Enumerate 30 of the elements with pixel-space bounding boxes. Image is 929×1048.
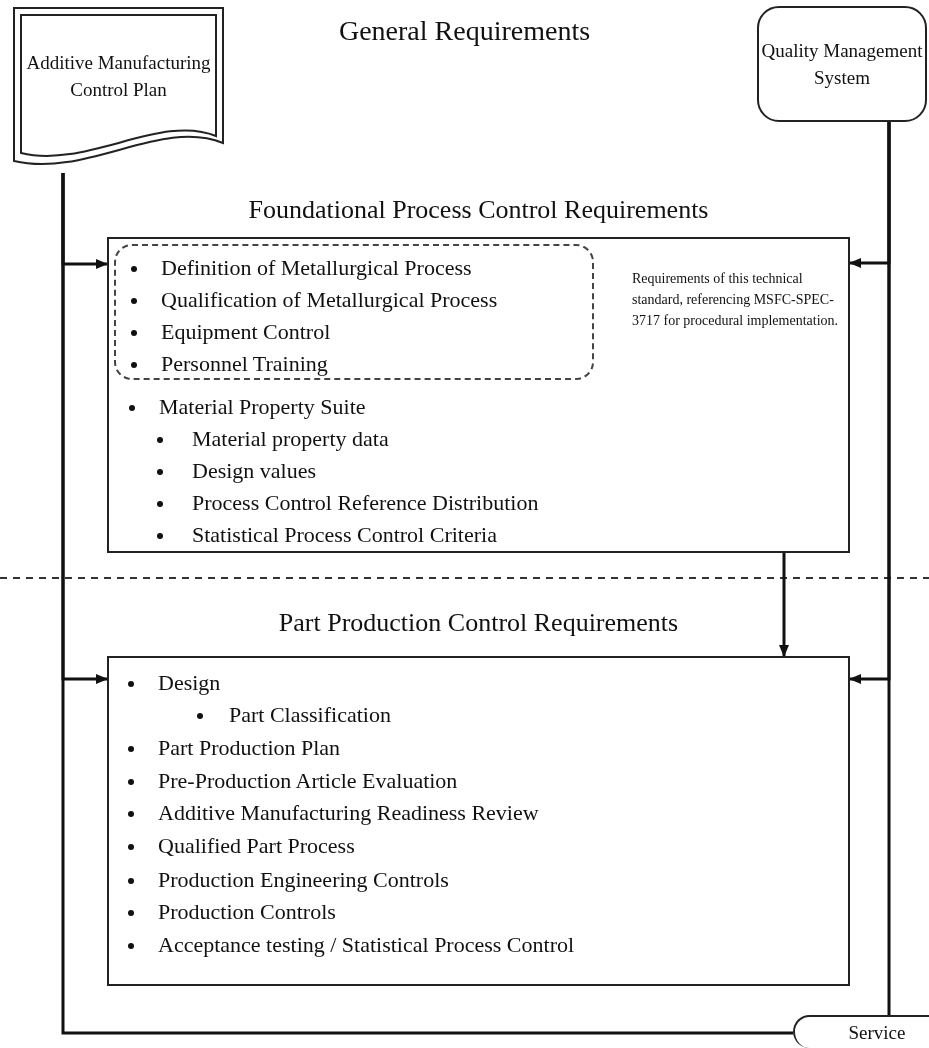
connector-arrow [779, 553, 789, 657]
diagram-title: General Requirements [337, 14, 592, 48]
list-item: Production Controls [158, 898, 336, 926]
list-item: Qualification of Metallurgical Process [161, 286, 498, 314]
list-item: Design [158, 669, 221, 697]
side-note: Requirements of this technical standard, referencing MSFC-SPEC-3717 for procedural implementation. [632, 270, 840, 330]
list-item: Material property data [192, 425, 389, 453]
section-heading: Part Production Control Requirements [277, 608, 680, 638]
list-item: Part Production Plan [158, 734, 341, 762]
node-label: Quality Management System [760, 39, 924, 90]
section-heading: Foundational Process Control Requirements [247, 195, 710, 225]
node-label: Service [847, 1021, 906, 1045]
list-item: Statistical Process Control Criteria [192, 521, 497, 549]
list-item: Additive Manufacturing Readiness Review [158, 799, 539, 827]
list-item: Design values [192, 457, 317, 485]
list-item: Part Classification [229, 701, 391, 729]
rounded-box [757, 6, 927, 122]
connector-line [61, 173, 793, 1035]
node-label: Additive Manufacturing Control Plan [25, 51, 212, 102]
terminal-shape [793, 1015, 929, 1048]
list-item: Definition of Metallurgical Process [161, 254, 472, 282]
list-item: Qualified Part Process [158, 832, 355, 860]
list-item: Personnel Training [161, 350, 328, 378]
list-item: Production Engineering Controls [158, 866, 449, 894]
connector-line [887, 122, 891, 1015]
list-item: Pre-Production Article Evaluation [158, 767, 458, 795]
list-item: Process Control Reference Distribution [192, 489, 539, 517]
list-item: Equipment Control [161, 318, 331, 346]
list-item: Material Property Suite [159, 393, 366, 421]
list-item: Acceptance testing / Statistical Process Control [158, 931, 575, 959]
